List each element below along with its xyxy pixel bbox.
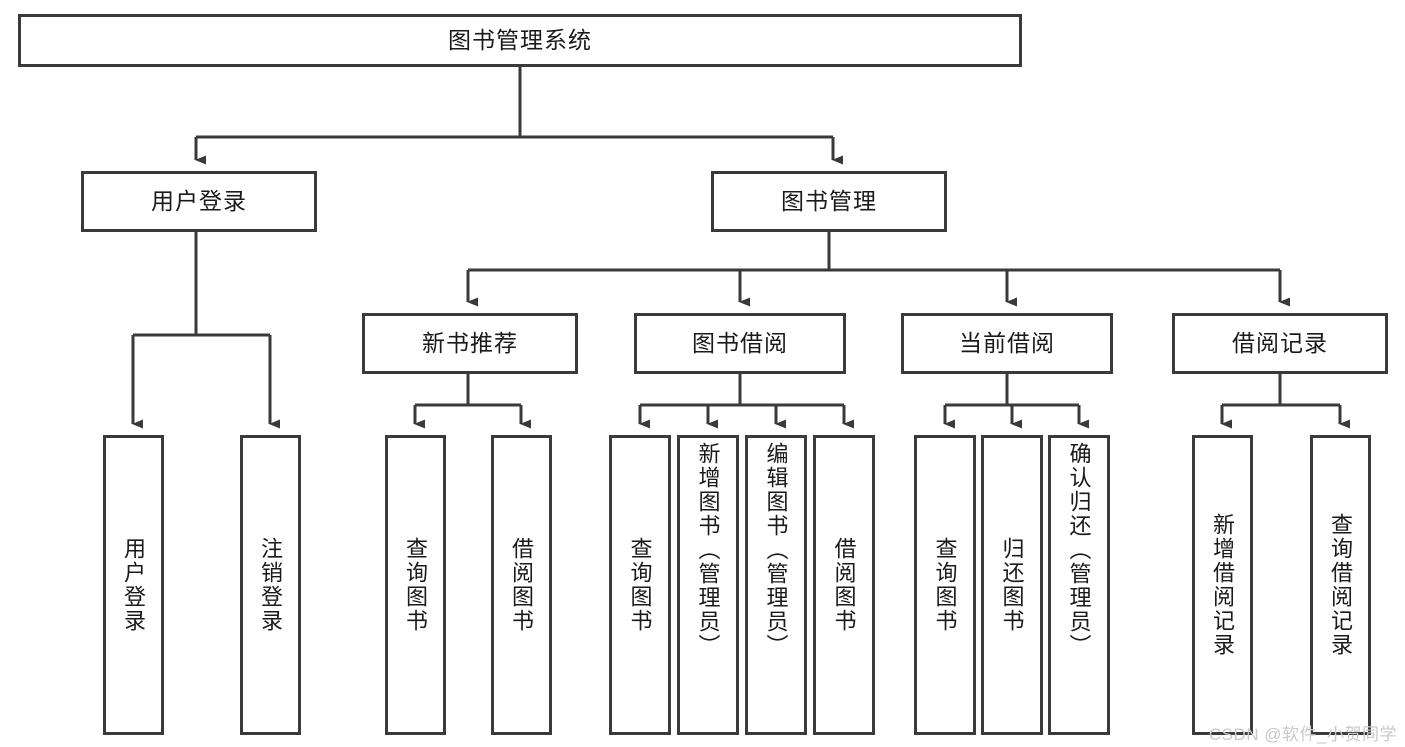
node-current-borrow[interactable]: 当前借阅 [901, 313, 1113, 374]
node-new-book-recommend[interactable]: 新书推荐 [362, 313, 578, 374]
leaf-borrow-book[interactable]: 借阅图书 [813, 435, 875, 735]
node-book-management[interactable]: 图书管理 [711, 171, 947, 232]
leaf-user-login-label: 用户登录 [121, 537, 147, 633]
leaf-query-book-current-label: 查询图书 [932, 537, 958, 633]
leaf-edit-book-admin-label: 编辑图书（管理员） [763, 442, 789, 658]
leaf-add-book-admin[interactable]: 新增图书（管理员） [677, 435, 739, 735]
leaf-query-book-recommend-label: 查询图书 [403, 537, 429, 633]
node-book-borrow-label: 图书借阅 [692, 330, 788, 357]
node-borrow-records[interactable]: 借阅记录 [1172, 313, 1388, 374]
leaf-return-book[interactable]: 归还图书 [981, 435, 1043, 735]
leaf-edit-book-admin[interactable]: 编辑图书（管理员） [745, 435, 807, 735]
node-book-borrow[interactable]: 图书借阅 [634, 313, 846, 374]
leaf-borrow-book-recommend-label: 借阅图书 [509, 537, 535, 633]
leaf-add-borrow-record-label: 新增借阅记录 [1210, 513, 1236, 657]
leaf-add-borrow-record[interactable]: 新增借阅记录 [1192, 435, 1253, 735]
leaf-logout-label: 注销登录 [258, 537, 284, 633]
node-root-label: 图书管理系统 [448, 27, 592, 54]
leaf-query-borrow-record[interactable]: 查询借阅记录 [1310, 435, 1371, 735]
leaf-add-book-admin-label: 新增图书（管理员） [695, 442, 721, 658]
leaf-confirm-return-admin[interactable]: 确认归还（管理员） [1048, 435, 1110, 735]
node-new-book-recommend-label: 新书推荐 [422, 330, 518, 357]
leaf-query-book-borrow-label: 查询图书 [627, 537, 653, 633]
leaf-borrow-book-label: 借阅图书 [831, 537, 857, 633]
leaf-return-book-label: 归还图书 [999, 537, 1025, 633]
node-current-borrow-label: 当前借阅 [959, 330, 1055, 357]
leaf-query-borrow-record-label: 查询借阅记录 [1328, 513, 1354, 657]
leaf-query-book-current[interactable]: 查询图书 [914, 435, 976, 735]
leaf-user-login[interactable]: 用户登录 [103, 435, 164, 735]
node-user-login-label: 用户登录 [151, 188, 247, 215]
node-user-login[interactable]: 用户登录 [81, 171, 317, 232]
watermark-text: CSDN @软件_小贺同学 [1208, 725, 1397, 744]
leaf-logout[interactable]: 注销登录 [240, 435, 301, 735]
leaf-confirm-return-admin-label: 确认归还（管理员） [1066, 442, 1092, 658]
leaf-query-book-recommend[interactable]: 查询图书 [385, 435, 446, 735]
leaf-query-book-borrow[interactable]: 查询图书 [609, 435, 671, 735]
node-root[interactable]: 图书管理系统 [18, 14, 1022, 67]
node-borrow-records-label: 借阅记录 [1232, 330, 1328, 357]
leaf-borrow-book-recommend[interactable]: 借阅图书 [491, 435, 552, 735]
node-book-management-label: 图书管理 [781, 188, 877, 215]
